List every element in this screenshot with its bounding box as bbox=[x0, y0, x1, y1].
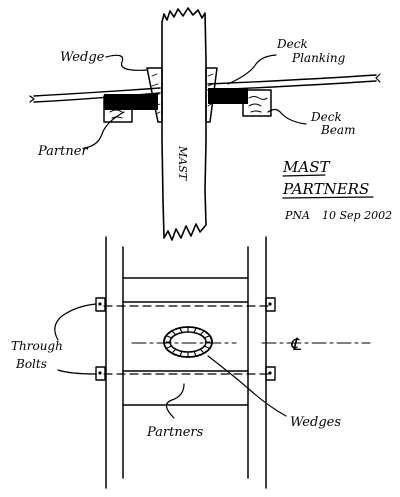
leader-partner bbox=[83, 111, 125, 149]
mast-section bbox=[163, 326, 213, 358]
leader-deck-beam bbox=[267, 108, 307, 125]
plan-view: ℄ Through Bolts Partners Wedges bbox=[11, 236, 371, 489]
deck-beam-right bbox=[242, 89, 272, 117]
leader-wedges bbox=[207, 355, 287, 417]
through-bolts-label-line1: Through bbox=[11, 339, 63, 353]
through-bolts-label-line2: Bolts bbox=[15, 357, 47, 371]
title-block: MAST PARTNERS PNA 10 Sep 2002 bbox=[282, 158, 392, 222]
mast-label: MAST bbox=[176, 145, 189, 182]
deck-beam-left bbox=[103, 95, 133, 123]
leader-wedge bbox=[105, 54, 149, 71]
deck-beam-label-line2: Beam bbox=[320, 123, 355, 137]
partners-label: Partners bbox=[146, 425, 204, 440]
beam-right bbox=[247, 236, 267, 489]
partner-block-right bbox=[208, 88, 248, 104]
deck-planking-label-line2: Planking bbox=[291, 51, 346, 65]
elevation-view: MAST Wedge Deck Planking Deck Beam Partn… bbox=[29, 7, 381, 241]
partner-edges bbox=[122, 277, 249, 406]
wedge-left bbox=[146, 67, 163, 123]
title-line1: MAST bbox=[282, 158, 330, 176]
leader-through-bolts bbox=[54, 303, 97, 375]
leader-deck-planking bbox=[227, 54, 277, 85]
mast: MAST bbox=[161, 7, 207, 241]
signature-initials: PNA bbox=[284, 209, 310, 222]
deck-beam-label-line1: Deck bbox=[310, 110, 342, 124]
partner-block-left bbox=[104, 94, 158, 110]
wedges-label: Wedges bbox=[290, 415, 341, 430]
partner-label: Partner bbox=[37, 144, 88, 159]
deck-planking bbox=[29, 73, 381, 103]
deck-planking-label-line1: Deck bbox=[276, 37, 308, 51]
title-line2: PARTNERS bbox=[282, 180, 369, 198]
centerline-symbol: ℄ bbox=[290, 335, 302, 355]
wedge-label: Wedge bbox=[60, 50, 105, 65]
signature-date: 10 Sep 2002 bbox=[322, 209, 392, 222]
wedge-right bbox=[205, 67, 218, 123]
leader-partners bbox=[165, 383, 185, 419]
beam-left bbox=[105, 236, 124, 489]
